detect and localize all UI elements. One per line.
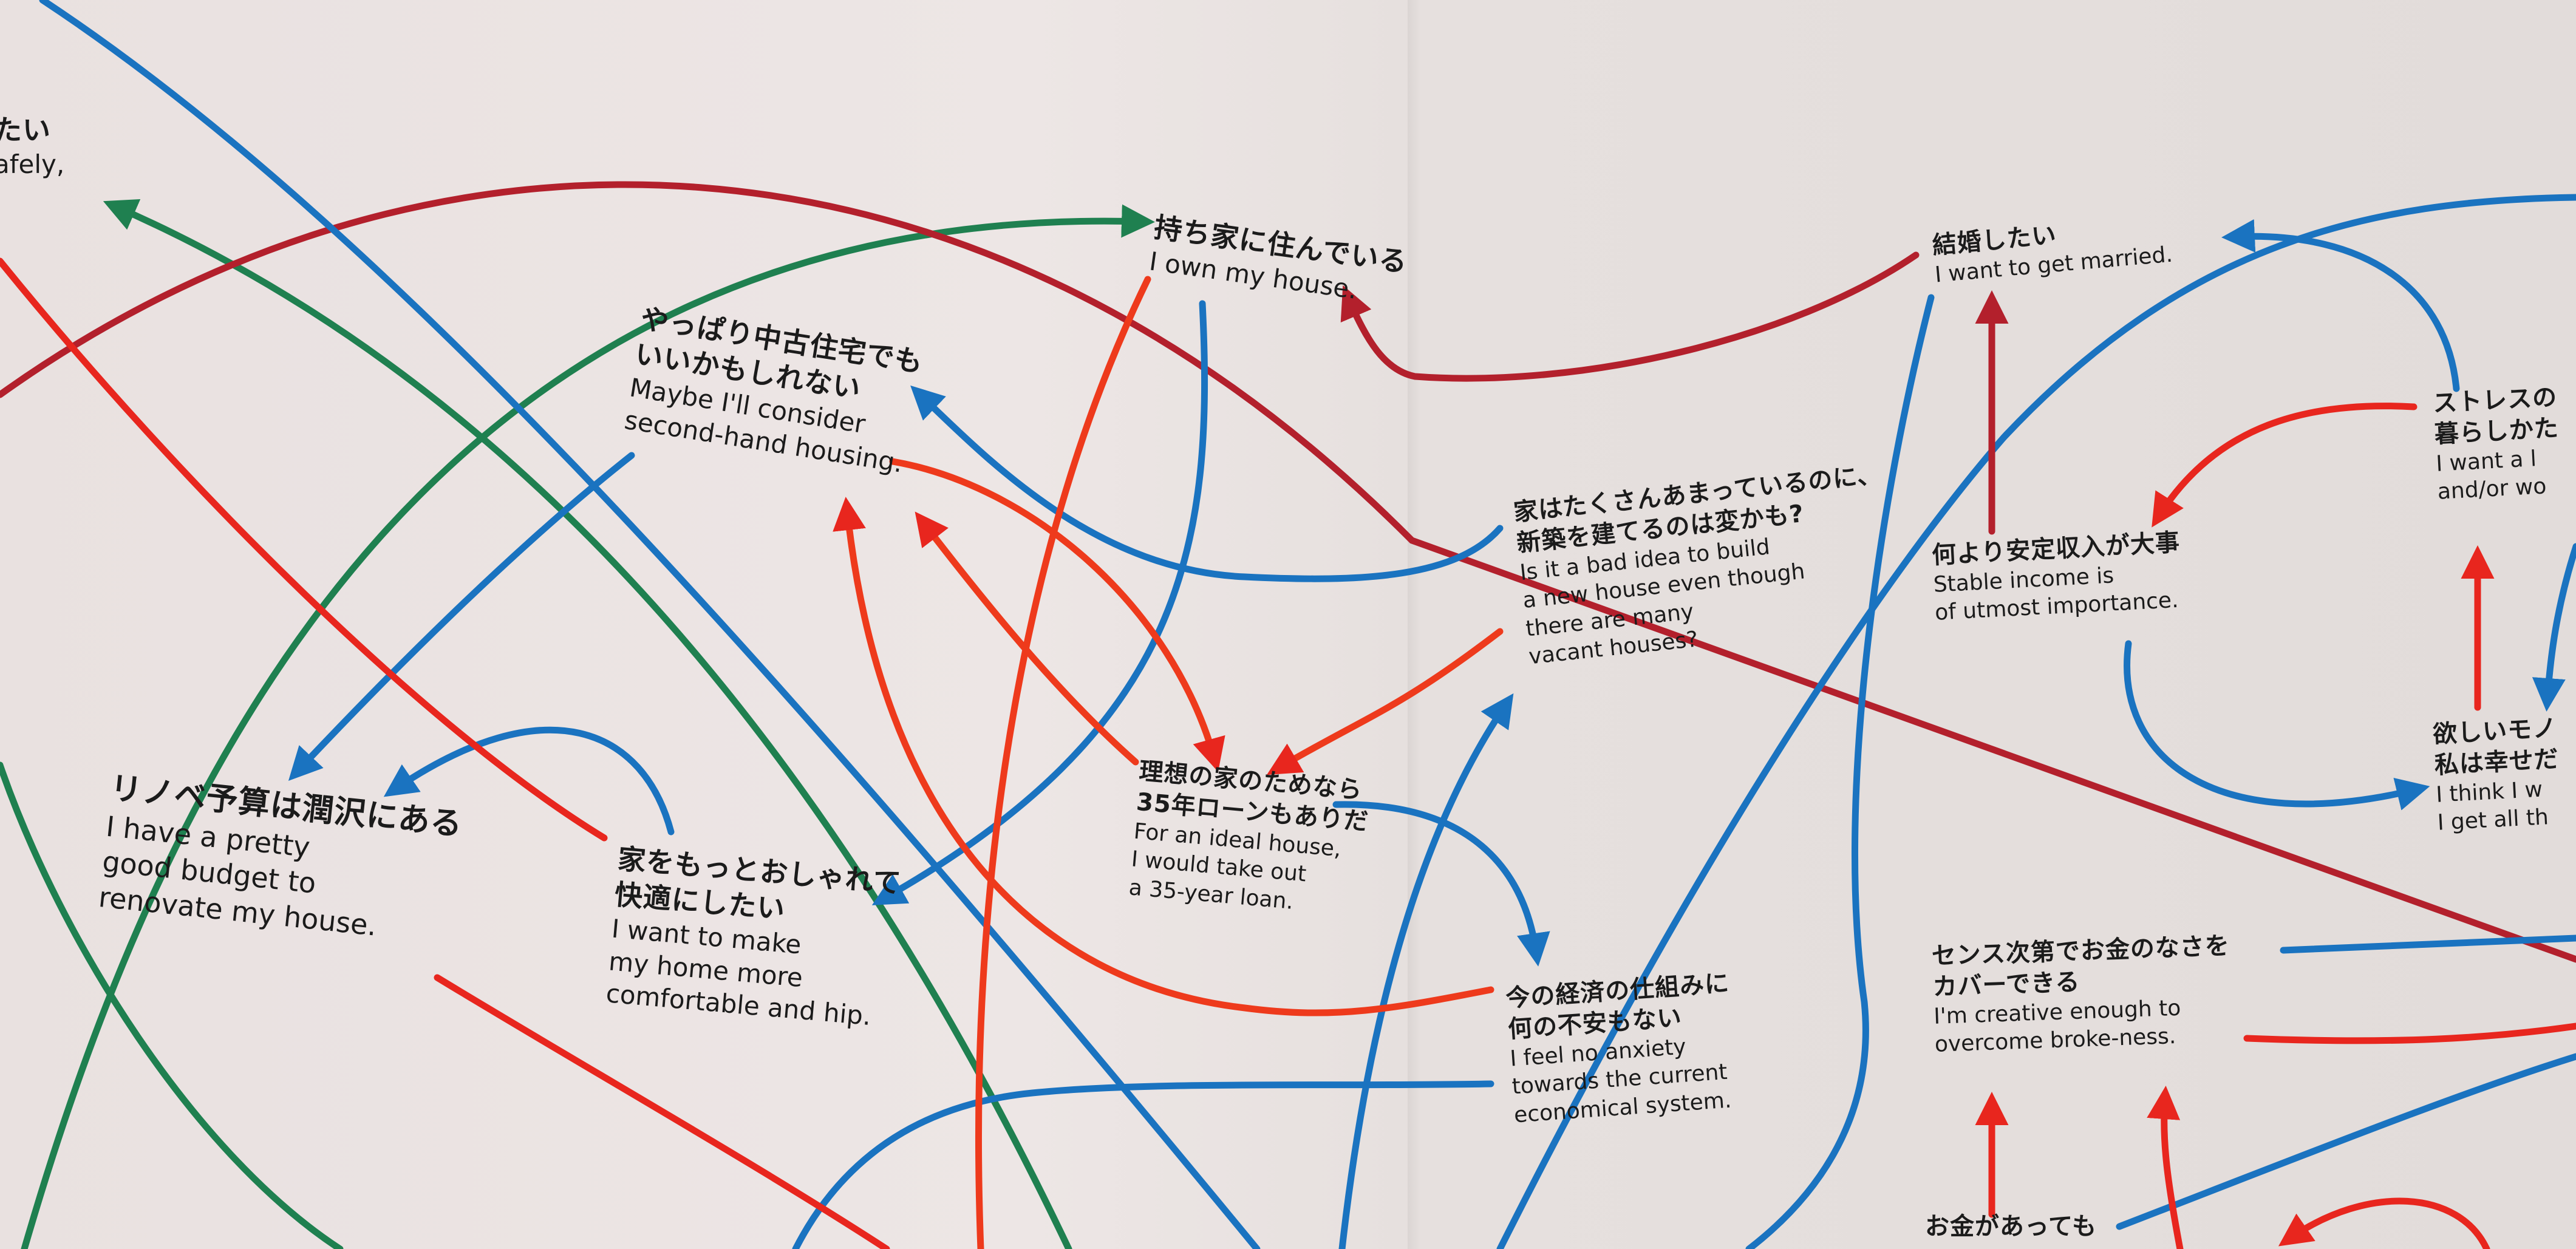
red-stress-to-income: [2152, 403, 2418, 528]
blue-bottom-to-badidea: [1338, 693, 1514, 1249]
red-ideal-to-secondhand: [915, 511, 1139, 766]
red-topleft-to-stylish: [0, 257, 608, 842]
blue-long-diagonal: [39, 0, 1261, 1249]
red-renovate-bottom: [434, 974, 890, 1249]
blue-long-right: [1496, 194, 2576, 1249]
note-stylish-home: 家をもっとおしゃれて 快適にしたい I want to make my home…: [605, 841, 903, 1035]
money-jp: お金があっても: [1925, 1213, 2097, 1240]
green-line-2: [103, 199, 1072, 1249]
red-creative-right: [2243, 1023, 2576, 1044]
green-line-3: [0, 761, 344, 1249]
blue-secondhand-to-renovate: [288, 452, 635, 781]
note-top-left-fragment: たい afely,: [0, 112, 64, 181]
red-bottom-right-loop: [2278, 1197, 2490, 1249]
red-bottom-to-creative-2: [2147, 1086, 2184, 1249]
note-happy: 欲しいモノ 私は幸せだ I think I w I get all th: [2432, 713, 2563, 837]
red-secondhand-to-ideal: [889, 458, 1225, 772]
fragment-jp: たい: [0, 114, 51, 146]
blue-right-down: [2532, 543, 2576, 712]
dark-red-married-line: [1340, 251, 1920, 382]
blue-bottom-right: [2116, 1053, 2576, 1230]
note-money-bottom: お金があっても: [1925, 1211, 2097, 1242]
blue-married-vertical: [1745, 294, 1935, 1249]
dark-red-long-line: [0, 181, 2576, 963]
red-economy-to-secondhand: [833, 497, 1494, 1016]
wall-corner-shadow: [1408, 0, 1421, 1249]
note-stress: ストレスの 暮らしかた I want a l and/or wo: [2432, 382, 2563, 506]
red-ownhouse-down: [975, 276, 1151, 1249]
note-ideal-house: 理想の家のためなら 35年ローンもありだ For an ideal house,…: [1128, 756, 1372, 922]
note-creative: センス次第でお金のなさを カバーできる I'm creative enough …: [1931, 931, 2234, 1060]
note-stable-income: 何より安定収入が大事 Stable income is of utmost im…: [1931, 528, 2184, 628]
green-line-1: [21, 204, 1155, 1249]
blue-stylish-loop: [383, 726, 675, 836]
note-economy: 今の経済の仕組みに 何の不安もない I feel no anxiety towa…: [1505, 968, 1739, 1129]
red-badidea-to-ideal: [1267, 628, 1504, 775]
blue-income-loop: [2124, 640, 2430, 811]
fragment-en: afely,: [0, 149, 65, 179]
blue-stress-to-married: [2221, 219, 2460, 392]
blue-badidea-to-secondhand: [910, 385, 1504, 582]
blue-creative-right: [2280, 934, 2576, 954]
blue-ideal-to-economy: [1332, 801, 1550, 967]
blue-economy-left: [792, 1080, 1494, 1249]
